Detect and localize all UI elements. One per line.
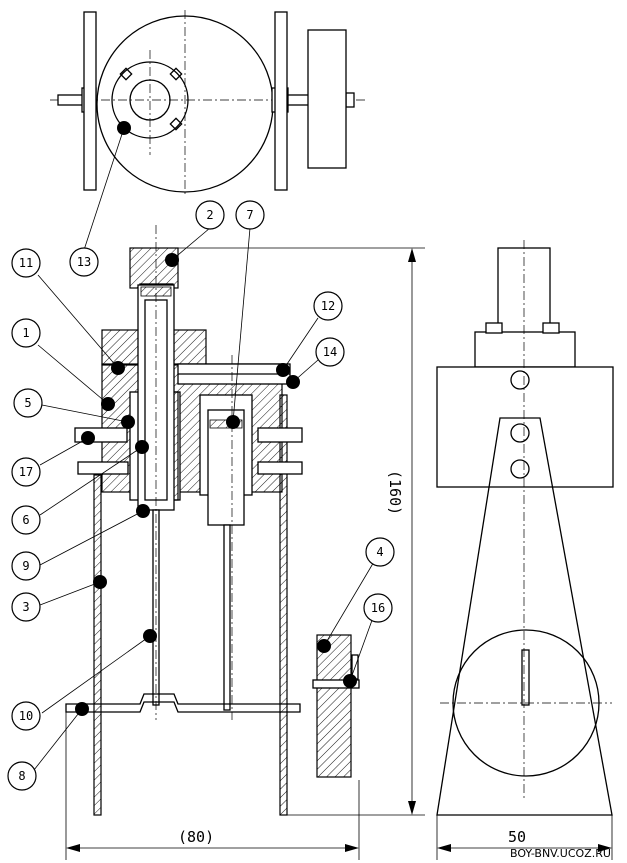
side-view	[436, 240, 614, 816]
callout-10: 10	[11, 701, 41, 731]
side-port-2	[510, 423, 530, 443]
side-bolt-right	[542, 322, 560, 334]
callout-3: 3	[11, 592, 41, 622]
callout-13: 14	[315, 337, 345, 367]
callout-12: 12	[313, 291, 343, 321]
bolt-2	[169, 67, 183, 81]
svg-text:12: 12	[321, 299, 335, 313]
arrow-w-right	[345, 844, 359, 852]
callout-6: 6	[11, 505, 41, 535]
flywheel-hub	[312, 679, 360, 689]
bolt-1	[119, 67, 133, 81]
flywheel-side	[316, 634, 352, 778]
svg-text:13: 13	[77, 255, 91, 269]
callout-9: 9	[11, 551, 41, 581]
arrow-h-bottom	[408, 801, 416, 815]
side-port-1	[510, 370, 530, 390]
dim-width-label: (80)	[178, 828, 214, 846]
svg-text:16: 16	[371, 601, 385, 615]
svg-text:5: 5	[24, 396, 31, 410]
arrow-w-left	[66, 844, 80, 852]
flywheel-top-edge	[307, 29, 347, 169]
callout-7: 7	[235, 200, 265, 230]
watermark: BOY-BNV.UCOZ.RU	[510, 847, 611, 860]
dim-side-label: 50	[508, 828, 526, 846]
bolt-3	[169, 117, 183, 131]
arrow-h-top	[408, 248, 416, 262]
frame-leg-left	[93, 474, 102, 816]
side-bolt-left	[485, 322, 503, 334]
screw-right-upper	[257, 427, 303, 443]
svg-text:6: 6	[22, 513, 29, 527]
svg-text:14: 14	[323, 345, 337, 359]
svg-text:9: 9	[22, 559, 29, 573]
plate-left	[83, 11, 97, 191]
svg-text:3: 3	[22, 600, 29, 614]
crankshaft	[65, 693, 301, 713]
callout-5: 5	[13, 388, 43, 418]
power-rod	[223, 524, 231, 711]
dim-height-label: (160)	[386, 470, 404, 515]
dimensions: (160) (80) 50	[65, 247, 613, 860]
callout-17: 17	[11, 457, 41, 487]
callout-14: 13	[69, 247, 99, 277]
callout-11: 11	[11, 248, 41, 278]
svg-text:7: 7	[246, 208, 253, 222]
svg-text:2: 2	[206, 208, 213, 222]
callout-4: 4	[365, 537, 395, 567]
top-view	[50, 10, 365, 195]
front-section	[65, 225, 360, 816]
svg-text:11: 11	[19, 256, 33, 270]
callout-8: 8	[7, 761, 37, 791]
svg-text:1: 1	[22, 326, 29, 340]
callout-2: 2	[195, 200, 225, 230]
frame-leg-right	[279, 394, 288, 816]
svg-text:10: 10	[19, 709, 33, 723]
svg-text:17: 17	[19, 465, 33, 479]
side-flange	[474, 331, 576, 368]
screw-left-lower	[77, 461, 129, 475]
side-port-3	[510, 459, 530, 479]
leader-dots	[75, 121, 357, 716]
callout-16: 16	[363, 593, 393, 623]
plate-right	[274, 11, 288, 191]
side-block	[436, 366, 614, 488]
screw-right-lower	[257, 461, 303, 475]
svg-text:4: 4	[376, 545, 383, 559]
svg-text:8: 8	[18, 769, 25, 783]
piston-hatch	[209, 419, 243, 429]
leaders	[33, 127, 379, 771]
arrow-s-left	[437, 844, 451, 852]
side-crank-pin	[521, 649, 530, 706]
callout-1: 1	[11, 318, 41, 348]
shaft-end	[345, 92, 355, 108]
arrow-s-right	[598, 844, 612, 852]
